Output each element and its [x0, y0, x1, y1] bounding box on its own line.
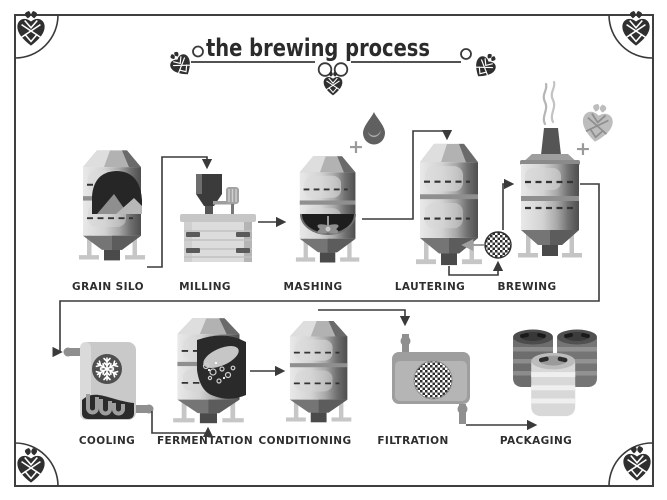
page-title: the brewing process [206, 34, 430, 62]
hop-cone-icon [469, 48, 502, 83]
steam-icon [550, 80, 556, 124]
filter-mesh-icon [413, 360, 453, 400]
stage-conditioning: CONDITIONING [259, 319, 353, 447]
stage-label-filtration: FILTRATION [377, 435, 448, 447]
stage-label-mashing: MASHING [283, 281, 342, 293]
mash-tun-illustration [294, 155, 361, 264]
steam-icon [542, 82, 548, 126]
hops-addition: + [575, 101, 616, 160]
brew-kettle-illustration [518, 80, 582, 258]
flow-arrow-mashing-to-lautering [362, 129, 453, 220]
flow-arrow-silo-to-milling [147, 156, 213, 268]
hop-cone-icon [16, 447, 46, 484]
stage-label-packaging: PACKAGING [500, 435, 572, 447]
plus-sign: + [575, 138, 591, 160]
filter-unit-illustration [392, 334, 470, 424]
stage-milling: MILLING [179, 174, 256, 293]
filter-mesh-icon [484, 231, 512, 259]
water-drop-icon [363, 112, 385, 145]
plus-sign: + [348, 136, 364, 158]
stage-mashing: + MASHING [283, 112, 385, 293]
fermentation-window [197, 335, 246, 399]
flow-arrow-brewing-to-cooling [52, 183, 600, 358]
corner-ornament-bottom-left [14, 442, 59, 487]
corner-ornament-top-left [14, 10, 59, 59]
stage-cooling: COOLING [63, 342, 154, 447]
stage-label-milling: MILLING [179, 281, 231, 293]
corner-ornament-bottom-right [608, 442, 654, 487]
flow-arrow-lautering-recirculation [448, 260, 504, 276]
corner-ornament-top-right [608, 10, 654, 59]
page-border-frame [14, 14, 654, 487]
hop-cone-icon [621, 10, 651, 47]
flow-arrow-conditioning-to-filtration [318, 309, 411, 327]
lauter-tun-illustration [414, 142, 484, 267]
stage-packaging: PACKAGING [500, 329, 597, 447]
flow-arrow-cooling-to-fermentation [151, 411, 214, 438]
hop-cone-icon [16, 10, 46, 47]
stage-lautering: LAUTERING [395, 142, 512, 293]
stage-label-fermentation: FERMENTATION [157, 435, 253, 447]
mash-window [300, 213, 356, 235]
stage-label-conditioning: CONDITIONING [259, 435, 352, 447]
stage-label-grain-silo: GRAIN SILO [72, 281, 144, 293]
grain-window [92, 171, 142, 214]
stage-label-brewing: BREWING [498, 281, 557, 293]
keg-icon [531, 352, 576, 417]
water-addition: + [348, 112, 385, 158]
stage-fermentation: FERMENTATION [157, 317, 253, 447]
stage-label-lautering: LAUTERING [395, 281, 465, 293]
bubbles [202, 362, 236, 384]
cooling-coils [86, 394, 125, 416]
stage-filtration: FILTRATION [377, 334, 470, 447]
stage-brewing: + BREWING [498, 80, 616, 293]
heat-exchanger-illustration [63, 342, 154, 420]
stage-grain-silo: GRAIN SILO [72, 149, 147, 293]
title-flourish [164, 45, 502, 96]
flow-arrow-lautering-to-brewing [502, 178, 515, 230]
stage-label-cooling: COOLING [79, 435, 135, 447]
conditioning-tank-illustration [284, 319, 353, 424]
hop-cone-icon [164, 46, 197, 81]
mill-illustration [180, 174, 256, 262]
